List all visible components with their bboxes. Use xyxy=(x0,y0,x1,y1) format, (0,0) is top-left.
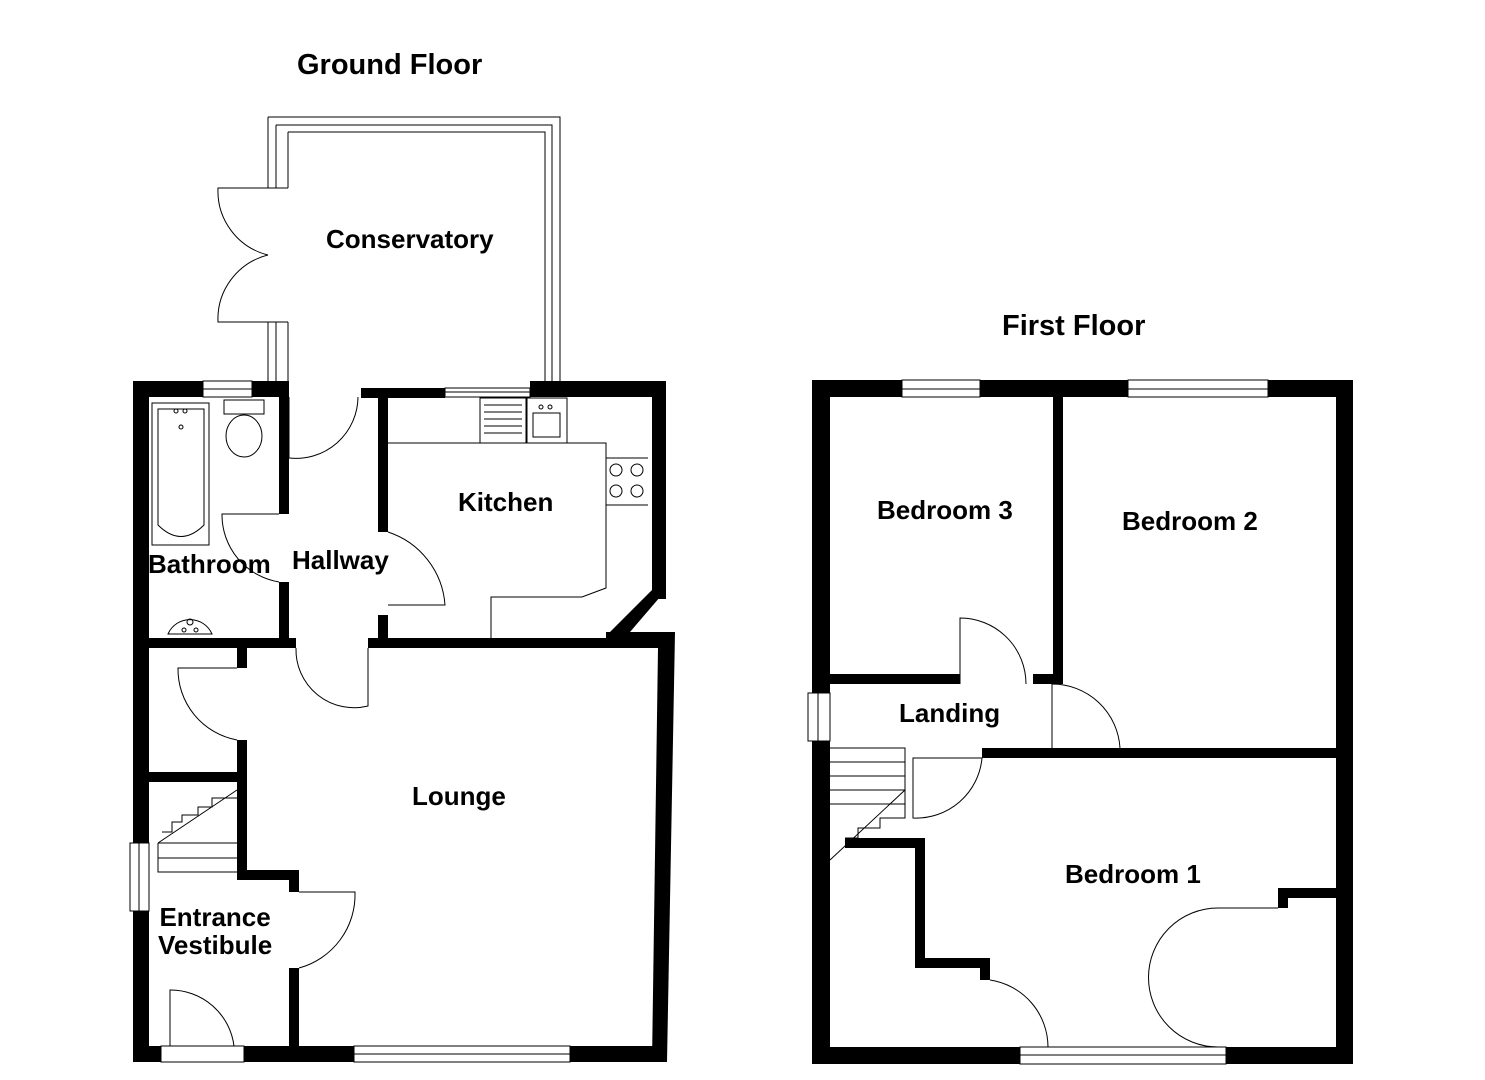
first-stairs xyxy=(829,747,906,861)
room-label-lounge: Lounge xyxy=(412,781,506,811)
conservatory-french-doors xyxy=(217,187,269,323)
kitchen-fixtures xyxy=(388,397,648,638)
room-label-bedroom3: Bedroom 3 xyxy=(877,495,1013,525)
conservatory-frame xyxy=(267,116,561,388)
first-internal-walls xyxy=(830,397,1336,980)
first-floor-plan xyxy=(807,379,1353,1065)
room-label-kitchen: Kitchen xyxy=(458,487,554,517)
room-label-bathroom: Bathroom xyxy=(148,549,271,579)
first-windows xyxy=(807,379,1269,1065)
first-doors xyxy=(912,617,1278,1048)
room-label-bedroom2: Bedroom 2 xyxy=(1122,506,1258,536)
ground-doors xyxy=(169,396,446,1047)
ground-floor-plan xyxy=(129,116,675,1063)
room-label-landing: Landing xyxy=(899,698,1001,728)
room-label-conservatory: Conservatory xyxy=(326,224,494,254)
bathroom-fixtures xyxy=(151,399,265,635)
room-label-hallway: Hallway xyxy=(292,545,389,575)
room-label-entrance-vestibule: Entrance Vestibule xyxy=(158,903,272,959)
ground-internal-walls xyxy=(149,397,608,1048)
entrance-label-line1: Entrance xyxy=(159,902,271,932)
room-label-bedroom1: Bedroom 1 xyxy=(1065,859,1201,889)
first-floor-title: First Floor xyxy=(1002,310,1146,342)
first-walls xyxy=(812,380,1353,1064)
ground-windows xyxy=(129,380,571,1063)
entrance-label-line2: Vestibule xyxy=(158,930,273,960)
ground-stairs xyxy=(157,789,238,873)
ground-floor-title: Ground Floor xyxy=(297,49,483,81)
